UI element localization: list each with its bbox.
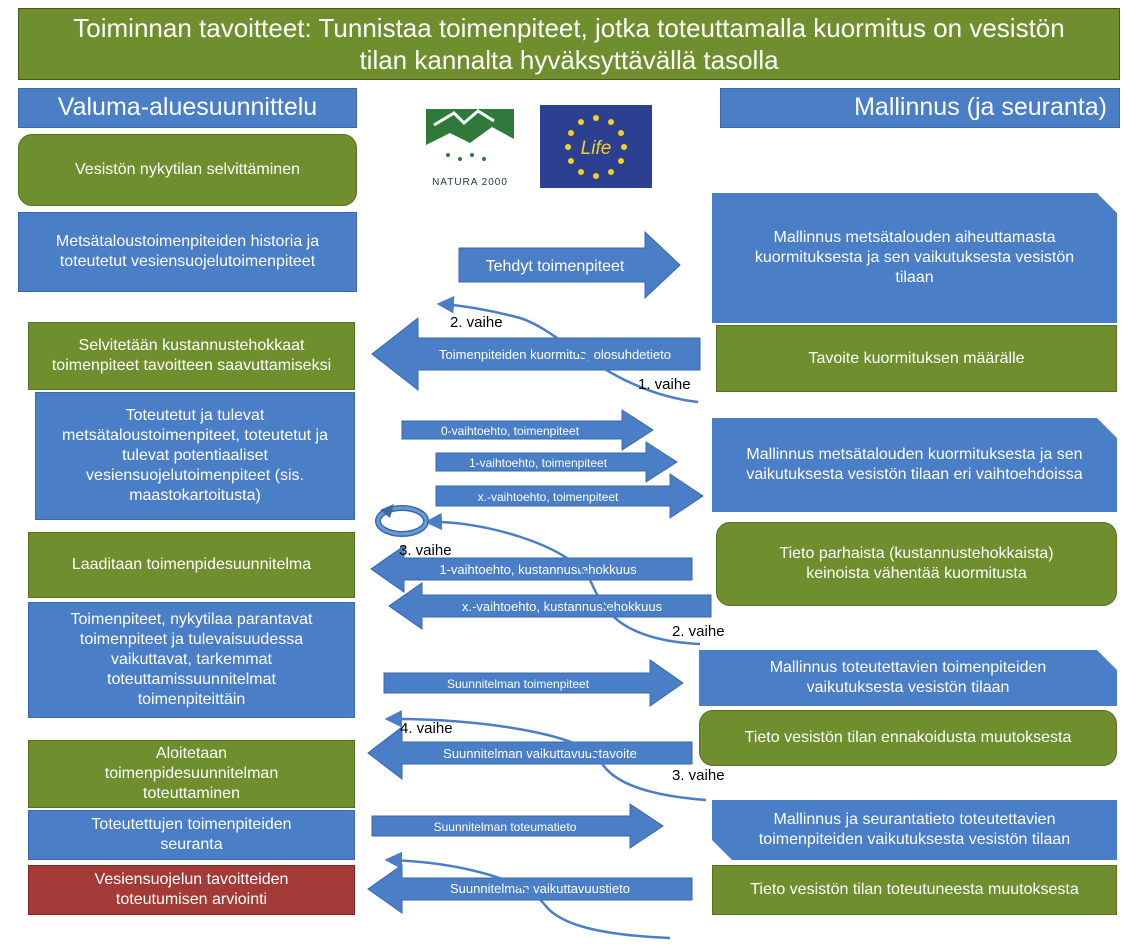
right-section-title: Mallinnus (ja seuranta) xyxy=(720,88,1120,128)
curved-arrow-final xyxy=(384,851,671,940)
phase-label-1: 1. vaihe xyxy=(638,376,691,393)
curved-arrow-vaihe-3-4 xyxy=(384,710,707,802)
arrow-x-vaihtoehto-kustannustehokkuus xyxy=(388,582,712,630)
right-box-tieto-ennakoidusta: Tieto vesistön tilan ennakoidusta muutok… xyxy=(699,710,1117,766)
left-box-nykytila: Vesistön nykytilan selvittäminen xyxy=(18,134,357,206)
arrow-kuormitus-olosuhdetieto xyxy=(371,316,701,392)
right-box-mallinnus-vaihtoehdoissa: Mallinnus metsätalouden kuormituksesta j… xyxy=(712,418,1117,512)
phase-label-2-lower: 2. vaihe xyxy=(672,623,725,640)
arrow-label-suunn-tavoite: Suunnitelman vaikuttavuustavoite xyxy=(443,746,637,761)
cycle-arrow-icon xyxy=(375,504,429,537)
left-box-kustannustehokkaat: Selvitetään kustannustehokkaat toimenpit… xyxy=(28,322,355,390)
header-banner: Toiminnan tavoitteet: Tunnistaa toimenpi… xyxy=(18,8,1120,80)
left-box-arviointi: Vesiensuojelun tavoitteiden toteutumisen… xyxy=(28,865,355,915)
arrow-label-suunn-tieto: Suunnitelman vaikuttavuustieto xyxy=(450,881,630,896)
left-box-seuranta: Toteutettujen toimenpiteiden seuranta xyxy=(28,810,355,860)
curved-arrow-vaihe-1-2 xyxy=(436,295,699,404)
right-box-tieto-toteutuneesta: Tieto vesistön tilan toteutuneesta muuto… xyxy=(712,865,1117,915)
left-box-aloitetaan: Aloitetaan toimenpidesuunnitelman toteut… xyxy=(28,740,355,808)
arrow-1-vaihtoehto xyxy=(435,441,678,483)
curved-arrow-vaihe-2-3 xyxy=(424,512,701,646)
arrow-1-vaihtoehto-kustannustehokkuus xyxy=(370,545,693,593)
left-section-title: Valuma-aluesuunnittelu xyxy=(18,88,357,128)
arrow-label-tehdyt: Tehdyt toimenpiteet xyxy=(486,258,625,275)
right-box-tieto-parhaista: Tieto parhaista (kustannustehokkaista) k… xyxy=(716,522,1117,606)
left-box-laaditaan: Laaditaan toimenpidesuunnitelma xyxy=(28,532,355,598)
arrow-0-vaihtoehto xyxy=(401,409,654,451)
life-logo-text: Life xyxy=(581,138,612,159)
arrow-label-v0: 0-vaihtoehto, toimenpiteet xyxy=(441,424,580,438)
header-line-1: Toiminnan tavoitteet: Tunnistaa toimenpi… xyxy=(73,12,1065,43)
phase-label-2-upper: 2. vaihe xyxy=(450,314,503,331)
left-box-toimenpiteet-tarkemmat: Toimenpiteet, nykytilaa parantavat toime… xyxy=(28,602,355,718)
left-box-toteutetut-tulevat: Toteutetut ja tulevat metsätaloustoimenp… xyxy=(35,392,355,520)
arrow-label-v1: 1-vaihtoehto, toimenpiteet xyxy=(469,456,608,470)
arrow-label-suunn-toim: Suunnitelman toimenpiteet xyxy=(447,677,590,691)
natura-logo-text: NATURA 2000 xyxy=(432,177,508,188)
right-box-tavoite-kuormitus: Tavoite kuormituksen määrälle xyxy=(716,325,1117,392)
phase-label-3-upper: 3. vaihe xyxy=(399,542,452,559)
arrow-label-kx: x.-vaihtoehto, kustannustehokkuus xyxy=(462,599,663,614)
phase-label-3-lower: 3. vaihe xyxy=(672,767,725,784)
natura-2000-logo: NATURA 2000 xyxy=(420,105,520,190)
right-box-mallinnus-seurantatieto: Mallinnus ja seurantatieto toteutettavie… xyxy=(712,800,1117,860)
arrow-label-kuormitus: Toimenpiteiden kuormitus, olosuhdetieto xyxy=(439,347,671,362)
arrow-label-vx: x.-vaihtoehto, toimenpiteet xyxy=(478,490,619,504)
right-box-mallinnus-toteutettavien: Mallinnus toteutettavien toimenpiteiden … xyxy=(699,650,1117,706)
left-box-historia: Metsätaloustoimenpiteiden historia ja to… xyxy=(18,212,357,292)
arrow-tehdyt-toimenpiteet xyxy=(458,230,681,300)
header-line-2: tilan kannalta hyväksyttävällä tasolla xyxy=(359,45,779,75)
phase-label-4: 4. vaihe xyxy=(400,720,453,737)
arrow-suunnitelman-toimenpiteet xyxy=(383,659,684,707)
arrow-x-vaihtoehto xyxy=(435,473,704,519)
arrow-label-suunn-toteuma: Suunnitelman toteumatieto xyxy=(434,820,577,834)
eu-life-logo: Life xyxy=(540,105,652,188)
arrow-label-k1: 1-vaihtoehto, kustannustehokkuus xyxy=(439,562,637,577)
arrow-suunnitelman-toteumatieto xyxy=(371,803,664,849)
right-box-mallinnus-aiheuttamasta: Mallinnus metsätalouden aiheuttamasta ku… xyxy=(712,193,1117,323)
arrow-suunnitelman-vaikuttavuustavoite xyxy=(367,725,693,781)
arrow-suunnitelman-vaikuttavuustieto xyxy=(367,864,693,914)
